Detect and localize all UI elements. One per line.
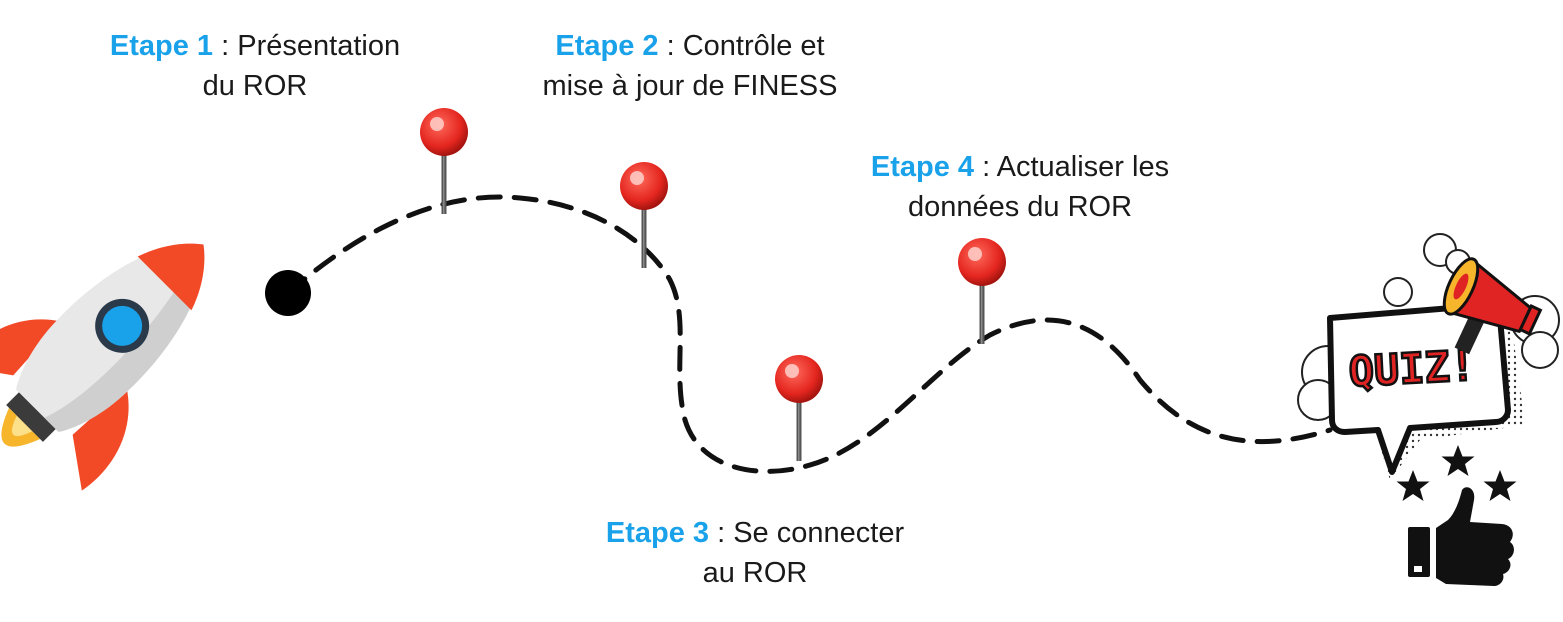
step-2-separator: :: [658, 30, 683, 62]
step-1-line1: Présentation: [237, 30, 401, 62]
megaphone-icon: [1442, 257, 1543, 355]
step-1-label: Etape 1 : Présentation du ROR: [70, 26, 440, 106]
roadmap-path: [285, 194, 1333, 474]
step-1-separator: :: [213, 30, 238, 62]
step-3-line1: Se connecter: [733, 517, 905, 549]
quiz-illustration: QUIZ!: [1297, 233, 1560, 586]
step-2-line1: Contrôle et: [682, 30, 825, 62]
star-icon: [1396, 470, 1430, 501]
star-icon: [1441, 445, 1475, 476]
step-4-separator: :: [974, 151, 997, 183]
step-3-heading: Etape 3: [605, 517, 710, 549]
map-pin-icon: [620, 162, 668, 268]
map-pin-icon: [775, 355, 823, 461]
step-4-label: Etape 4 : Actualiser les données du ROR: [840, 147, 1200, 227]
step-3-line2: au ROR: [702, 557, 808, 589]
step-4-heading: Etape 4: [870, 151, 975, 183]
step-2-line2: mise à jour de FINESS: [542, 70, 838, 102]
rocket-icon: [0, 243, 205, 491]
map-pin-icon: [958, 238, 1006, 344]
step-1-heading: Etape 1: [109, 30, 214, 62]
step-4-line1: Actualiser les: [996, 151, 1170, 183]
start-dot: [265, 270, 311, 316]
step-1-line2: du ROR: [202, 70, 308, 102]
quiz-label: QUIZ!: [1348, 341, 1477, 397]
thumbs-up-icon: [1408, 487, 1514, 586]
step-3-separator: :: [709, 517, 734, 549]
step-2-label: Etape 2 : Contrôle et mise à jour de FIN…: [520, 26, 860, 106]
step-4-line2: données du ROR: [907, 191, 1133, 223]
step-2-heading: Etape 2: [555, 30, 659, 62]
step-3-label: Etape 3 : Se connecter au ROR: [570, 513, 940, 593]
star-icon: [1483, 470, 1517, 501]
